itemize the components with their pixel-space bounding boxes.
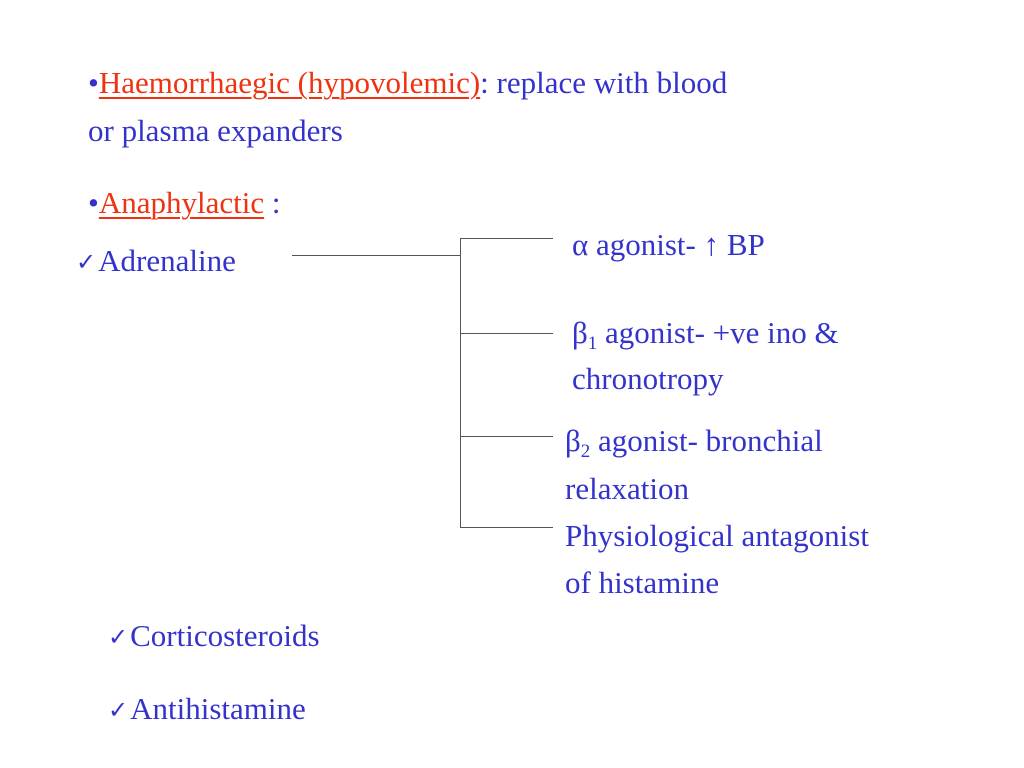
up-arrow-icon: ↑ xyxy=(703,227,720,262)
beta2-text: agonist- bronchial xyxy=(590,423,823,458)
haemorrhagic-term: Haemorrhaegic (hypovolemic) xyxy=(98,65,481,100)
corticosteroids-item: ✓Corticosteroids xyxy=(108,613,320,660)
beta1-effect-line-1: β1 agonist- +ve ino & xyxy=(572,310,839,367)
connector-main-line xyxy=(292,255,461,256)
checkmark-icon: ✓ xyxy=(108,696,129,724)
anaphylactic-heading: •Anaphylactic : xyxy=(88,180,281,226)
beta2-subscript: 2 xyxy=(580,441,591,462)
physio-effect-line-1: Physiological antagonist xyxy=(565,518,869,553)
connector-branch-physio xyxy=(460,527,553,528)
checkmark-icon: ✓ xyxy=(108,623,129,651)
beta2-effect-line-2: relaxation xyxy=(565,471,689,506)
checkmark-icon: ✓ xyxy=(76,248,97,276)
beta1-symbol: β xyxy=(572,315,588,350)
haemorrhagic-line-1: •Haemorrhaegic (hypovolemic): replace wi… xyxy=(88,60,727,106)
corticosteroids-label: Corticosteroids xyxy=(130,618,320,653)
haemorrhagic-text: : replace with blood xyxy=(480,65,728,100)
connector-branch-alpha xyxy=(460,238,553,239)
anaphylactic-suffix: : xyxy=(264,185,281,220)
beta2-effect-line-1: β2 agonist- bronchial xyxy=(565,418,823,475)
antihistamine-item: ✓Antihistamine xyxy=(108,686,306,733)
physio-effect-line-2: of histamine xyxy=(565,565,720,600)
bullet: • xyxy=(88,185,99,220)
adrenaline-label: Adrenaline xyxy=(98,243,236,278)
beta1-subscript: 1 xyxy=(587,333,598,354)
anaphylactic-term: Anaphylactic xyxy=(98,185,265,220)
alpha-text-bp: BP xyxy=(719,227,765,262)
adrenaline-item: ✓Adrenaline xyxy=(76,238,236,285)
beta2-symbol: β xyxy=(565,423,581,458)
beta1-effect-line-2: chronotropy xyxy=(572,361,724,396)
beta1-text: agonist- +ve ino & xyxy=(597,315,839,350)
haemorrhagic-line-2: or plasma expanders xyxy=(88,113,343,148)
connector-branch-beta2 xyxy=(460,436,553,437)
alpha-text: agonist- xyxy=(588,227,704,262)
connector-branch-beta1 xyxy=(460,333,553,334)
alpha-effect: α agonist- ↑ BP xyxy=(572,222,765,268)
bullet: • xyxy=(88,65,99,100)
alpha-symbol: α xyxy=(572,227,589,262)
antihistamine-label: Antihistamine xyxy=(130,691,306,726)
connector-vertical-line xyxy=(460,238,461,527)
